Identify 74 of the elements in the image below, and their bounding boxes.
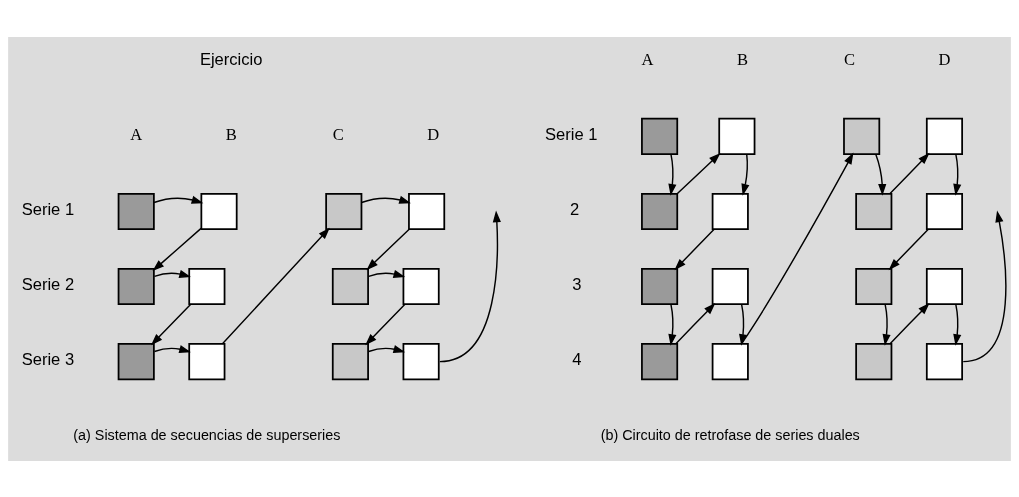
arrow	[740, 152, 854, 344]
node-box	[188, 342, 226, 380]
arrow	[366, 228, 410, 270]
label: A	[130, 124, 143, 144]
node-box	[925, 192, 963, 230]
label: Serie 1	[21, 199, 75, 219]
node-box	[408, 192, 446, 230]
label: Ejercicio	[199, 49, 263, 69]
arrow	[153, 344, 191, 353]
arrow	[367, 269, 406, 278]
arrow	[675, 302, 716, 344]
label: 4	[572, 349, 582, 369]
arrow	[151, 303, 192, 345]
node-box	[117, 267, 155, 305]
arrow	[741, 153, 750, 196]
label: C	[843, 49, 856, 69]
arrow	[962, 210, 1007, 362]
node-box	[641, 267, 679, 305]
node-box	[711, 342, 749, 380]
arrow	[739, 303, 748, 346]
node-box	[925, 342, 963, 380]
node-box	[855, 192, 893, 230]
arrow	[953, 303, 962, 346]
arrow	[221, 227, 330, 344]
node-box	[641, 192, 679, 230]
node-box	[855, 267, 893, 305]
label: D	[938, 49, 951, 69]
node-box	[925, 117, 963, 155]
label: Serie 2	[21, 274, 75, 294]
arrow	[888, 228, 929, 270]
node-box	[200, 192, 238, 230]
label: Serie 3	[21, 349, 75, 369]
label: C	[332, 124, 344, 144]
arrow	[889, 152, 930, 194]
node-box	[855, 342, 893, 380]
label: B	[736, 49, 748, 69]
node-box	[188, 267, 226, 305]
label: A	[641, 49, 654, 69]
arrow	[889, 302, 930, 344]
arrow	[953, 153, 962, 196]
label: Serie 1	[545, 124, 598, 144]
arrow	[439, 210, 501, 362]
arrow	[360, 195, 411, 204]
node-box	[325, 192, 363, 230]
node-box	[718, 117, 756, 155]
arrow	[367, 344, 406, 353]
node-box	[925, 267, 963, 305]
label: D	[427, 124, 440, 144]
arrow	[153, 269, 191, 278]
label: B	[225, 124, 237, 144]
node-box	[641, 342, 679, 380]
label: (b) Circuito de retrofase de series duales	[600, 426, 860, 443]
arrow	[875, 153, 887, 196]
node-box	[711, 192, 749, 230]
arrow	[153, 195, 204, 204]
arrow	[365, 303, 406, 345]
node-box	[331, 342, 369, 380]
label: 3	[572, 274, 582, 294]
arrow	[676, 152, 721, 194]
arrow	[668, 303, 677, 346]
node-box	[843, 117, 881, 155]
arrow	[668, 153, 677, 196]
node-box	[711, 267, 749, 305]
arrow	[152, 227, 202, 271]
node-box	[331, 267, 369, 305]
node-box	[117, 192, 155, 230]
node-box	[117, 342, 155, 380]
arrow	[674, 228, 715, 270]
node-box	[402, 267, 440, 305]
arrow	[882, 303, 891, 346]
node-box	[641, 117, 679, 155]
label: 2	[569, 199, 580, 219]
node-box	[402, 342, 440, 380]
label: (a) Sistema de secuencias de superseries	[73, 426, 341, 443]
